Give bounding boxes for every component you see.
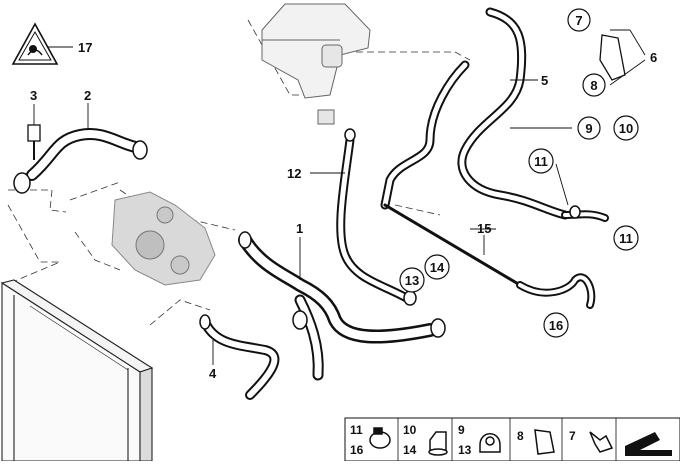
- svg-text:11: 11: [534, 154, 548, 169]
- legend-1-top: 11: [350, 423, 363, 437]
- callout-4: 4: [209, 366, 217, 381]
- callout-10-circle: 10: [613, 115, 639, 141]
- hose-clamp-icon: [369, 427, 391, 449]
- circled-callouts: 7 8 9 10 11 11 14 13: [399, 8, 639, 338]
- callout-13-circle: 13: [399, 267, 425, 293]
- legend-1-bottom: 16: [350, 443, 364, 457]
- legend-3-top: 9: [458, 423, 465, 437]
- callout-16-circle: 16: [543, 312, 569, 338]
- legend-strip: 11 16 10 14 9 13 8 7: [344, 417, 680, 462]
- callout-11b-circle: 11: [613, 225, 639, 251]
- callout-17: 17: [78, 40, 92, 55]
- hose-clip-icon: [479, 433, 501, 453]
- callout-numbers: 17 3 2 1 4 5 6 12 15: [30, 40, 657, 381]
- callout-8-circle: 8: [582, 73, 606, 97]
- bracket-6: [599, 34, 626, 81]
- water-pump: [111, 191, 216, 286]
- legend-4-top: 8: [517, 429, 524, 443]
- callout-11a-circle: 11: [528, 148, 554, 174]
- legend-5-top: 7: [569, 429, 576, 443]
- svg-text:8: 8: [590, 78, 597, 93]
- svg-text:14: 14: [430, 260, 445, 275]
- svg-text:11: 11: [619, 231, 633, 246]
- expansion-tank: [261, 3, 371, 125]
- callout-9-circle: 9: [577, 116, 601, 140]
- grommet-icon: [428, 431, 448, 456]
- legend-2-bottom: 14: [403, 443, 417, 457]
- callout-2: 2: [84, 88, 91, 103]
- callout-3: 3: [30, 88, 37, 103]
- leader-lines: [33, 29, 646, 365]
- warning-triangle-icon: [11, 22, 59, 65]
- callout-14-circle: 14: [424, 254, 450, 280]
- callout-15: 15: [477, 221, 491, 236]
- arrow-icon: [625, 432, 672, 456]
- legend-3-bottom: 13: [458, 443, 472, 457]
- svg-text:13: 13: [405, 273, 419, 288]
- callout-7-circle: 7: [567, 8, 591, 32]
- legend-2-top: 10: [403, 423, 417, 437]
- callout-6: 6: [650, 50, 657, 65]
- callout-5: 5: [541, 73, 548, 88]
- radiator: [0, 279, 154, 462]
- temperature-sensor: [27, 124, 41, 160]
- hose-clamps: [13, 128, 581, 338]
- clip-icon: [589, 431, 614, 453]
- svg-text:16: 16: [549, 318, 563, 333]
- svg-text:9: 9: [585, 121, 592, 136]
- svg-text:7: 7: [575, 13, 582, 28]
- holder-icon: [534, 429, 555, 455]
- svg-text:10: 10: [619, 121, 633, 136]
- callout-12: 12: [287, 166, 301, 181]
- callout-1: 1: [296, 221, 303, 236]
- hoses: [26, 7, 609, 400]
